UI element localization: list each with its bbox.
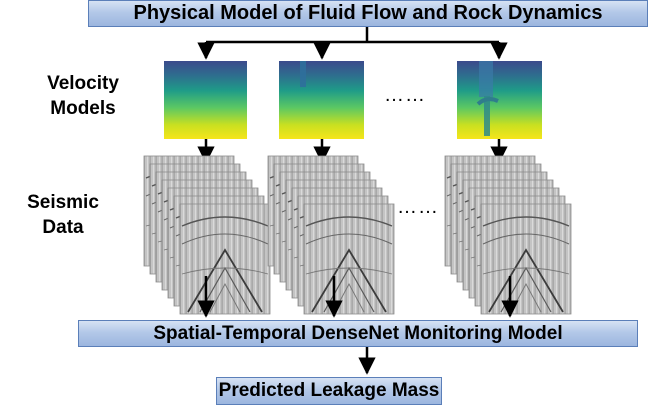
physical-model-box: Physical Model of Fluid Flow and Rock Dy…	[88, 0, 648, 27]
predicted-leakage-label: Predicted Leakage Mass	[218, 380, 440, 401]
seismic-ellipsis: ……	[397, 196, 439, 218]
densenet-model-box: Spatial-Temporal DenseNet Monitoring Mod…	[78, 320, 638, 347]
predicted-leakage-box: Predicted Leakage Mass	[216, 377, 442, 405]
physical-model-label: Physical Model of Fluid Flow and Rock Dy…	[133, 2, 603, 24]
seismic-label-line-2: Data	[42, 217, 84, 238]
velocity-label-line-2: Models	[50, 98, 116, 119]
seismic-stack-3	[445, 156, 571, 314]
velocity-model-2	[279, 61, 364, 139]
seismic-label-line-1: Seismic	[27, 192, 99, 213]
seismic-stack-2	[268, 156, 394, 314]
velocity-model-3	[457, 61, 542, 139]
velocity-label-line-1: Velocity	[47, 73, 119, 94]
seismic-data-label: Seismic Data	[8, 190, 118, 240]
velocity-ellipsis: ……	[384, 84, 426, 106]
densenet-model-label: Spatial-Temporal DenseNet Monitoring Mod…	[153, 322, 563, 344]
velocity-models-label: Velocity Models	[8, 71, 158, 121]
velocity-model-1	[164, 61, 247, 139]
